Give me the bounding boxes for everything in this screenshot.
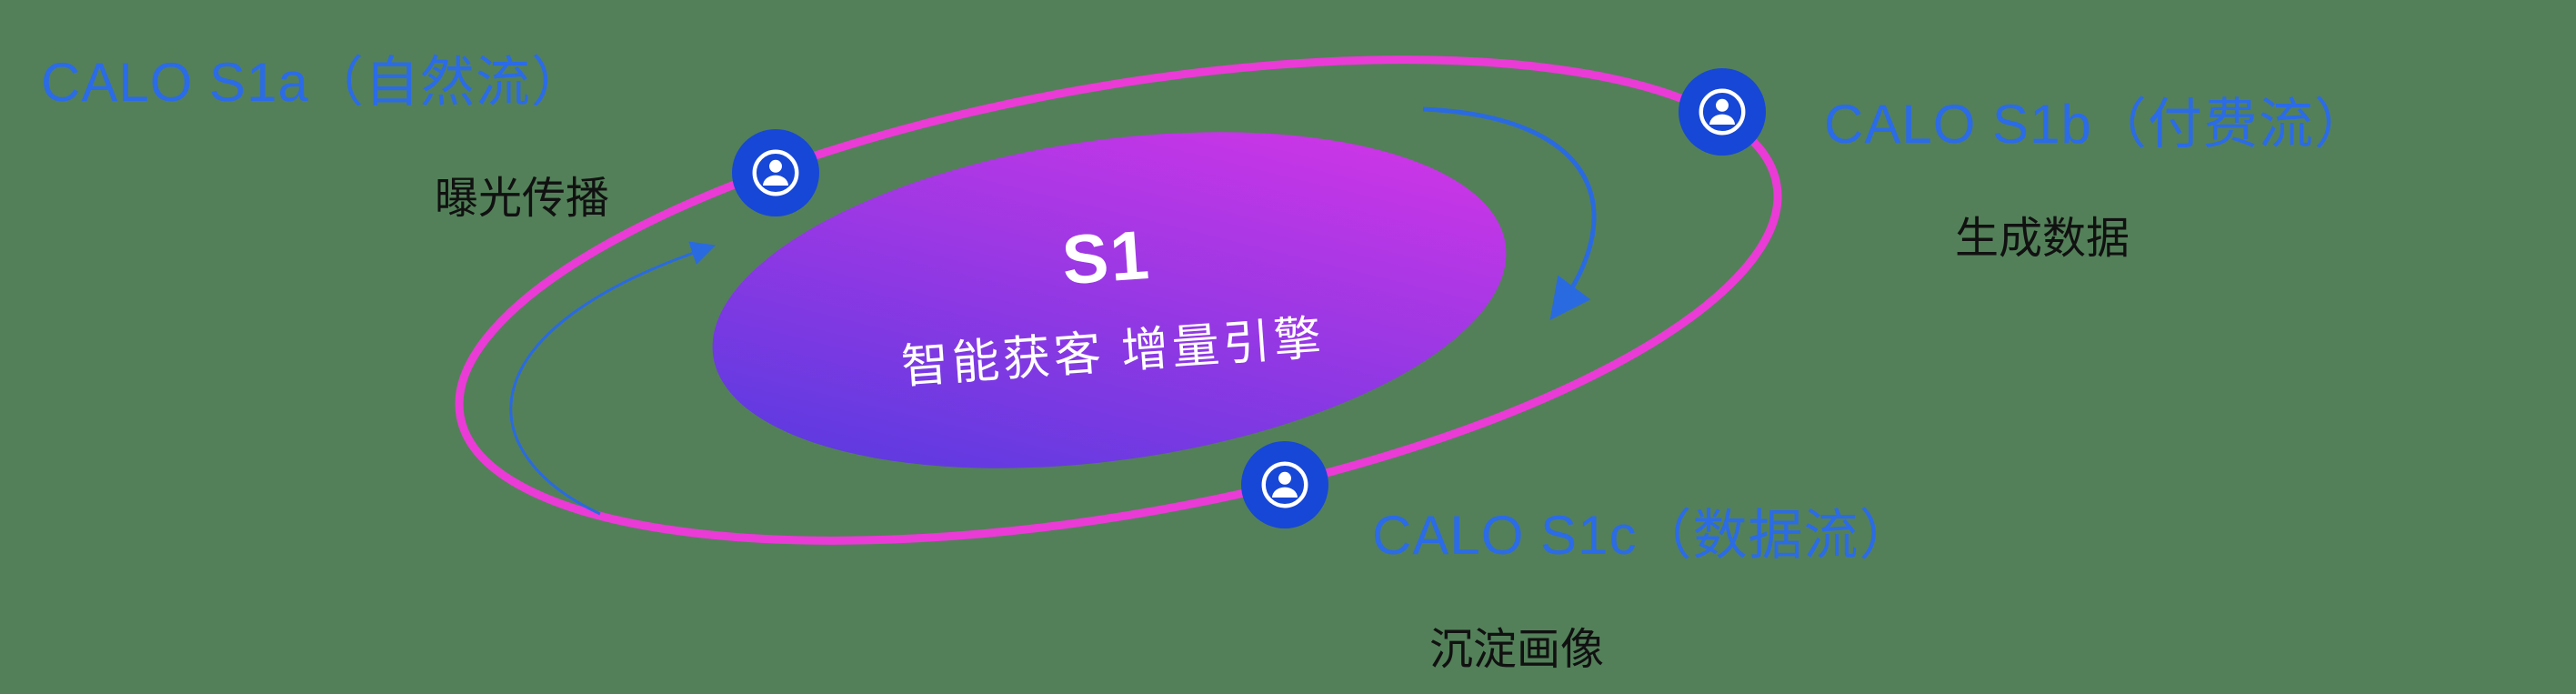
label-s1a-subtitle: 曝光传播 (435, 175, 610, 223)
label-s1c-subtitle: 沉淀画像 (1429, 626, 1605, 674)
node-s1b (1679, 68, 1766, 156)
person-icon (1261, 461, 1308, 508)
core-ellipse (712, 132, 1507, 468)
core-text-block: S1 智能获客 增量引擎 (702, 106, 1517, 495)
flow-arrow-right (1422, 106, 1597, 321)
label-s1c-title: CALO S1c（数据流） (1372, 505, 1915, 566)
node-s1a (732, 129, 819, 216)
core-title: S1 (1059, 216, 1154, 300)
label-s1b-subtitle: 生成数据 (1955, 215, 2130, 263)
core-subtitle: 智能获客 增量引擎 (899, 311, 1327, 395)
flow-arrow-left (509, 241, 717, 516)
orbit-ring (455, 55, 1782, 545)
label-s1a-title: CALO S1a（自然流） (41, 52, 586, 113)
person-icon (752, 149, 799, 196)
label-s1b-title: CALO S1b（付费流） (1824, 94, 2370, 155)
person-icon (1699, 88, 1746, 136)
node-s1c (1241, 441, 1328, 528)
